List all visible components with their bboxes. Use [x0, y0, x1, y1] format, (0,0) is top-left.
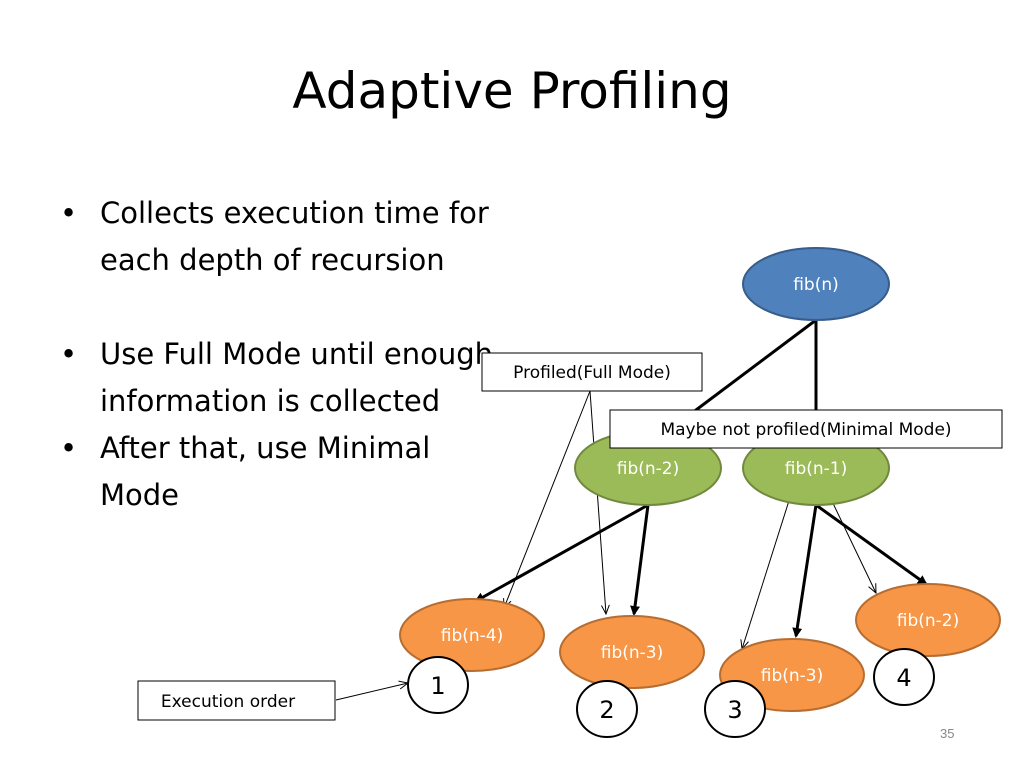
callout-pointer [504, 390, 591, 608]
order-marker-4: 4 [873, 648, 935, 706]
svg-text:fib(n-3): fib(n-3) [601, 643, 664, 663]
callout-execution-order: Execution order [137, 680, 336, 721]
svg-text:fib(n-4): fib(n-4) [441, 626, 504, 646]
svg-text:fib(n): fib(n) [793, 275, 839, 295]
callout-profiled-full-mode: Profiled(Full Mode) [481, 352, 703, 392]
node-fib-n-1-level1: fib(n-1) [742, 430, 890, 506]
order-marker-1: 1 [407, 656, 469, 714]
tree-edge [815, 503, 928, 586]
slide-number: 35 [940, 726, 955, 741]
svg-text:fib(n-2): fib(n-2) [897, 611, 960, 631]
bullet-item: After that, use Minimal Mode [60, 425, 500, 519]
tree-edge [792, 504, 818, 638]
tree-edge [675, 318, 817, 427]
svg-text:fib(n-1): fib(n-1) [785, 459, 848, 479]
bullet-item: Use Full Mode until enough information i… [60, 331, 500, 425]
callout-pointer [589, 390, 606, 614]
svg-text:fib(n-2): fib(n-2) [617, 459, 680, 479]
node-fib-n-3-left: fib(n-3) [559, 615, 705, 689]
svg-text:Profiled(Full Mode): Profiled(Full Mode) [513, 363, 671, 383]
svg-text:3: 3 [727, 696, 742, 724]
order-marker-2: 2 [576, 680, 638, 738]
svg-text:1: 1 [430, 672, 445, 700]
node-fib-n-2-level1: fib(n-2) [574, 430, 722, 506]
order-marker-3: 3 [704, 680, 766, 738]
callout-maybe-not-profiled: Maybe not profiled(Minimal Mode) [609, 409, 1003, 449]
node-fib-n-2-level2: fib(n-2) [855, 583, 1001, 657]
bullet-item: Collects execution time for each depth o… [60, 190, 500, 284]
node-fib-n: fib(n) [742, 247, 890, 321]
svg-text:fib(n-3): fib(n-3) [761, 666, 824, 686]
node-fib-n-4: fib(n-4) [399, 598, 545, 672]
svg-text:Execution order: Execution order [161, 692, 295, 712]
svg-text:Maybe not profiled(Minimal Mod: Maybe not profiled(Minimal Mode) [660, 420, 951, 440]
callout-pointer [335, 683, 408, 701]
svg-text:2: 2 [599, 696, 614, 724]
bullet-list: Collects execution time for each depth o… [60, 190, 500, 519]
svg-text:4: 4 [896, 664, 911, 692]
tree-edge [474, 503, 649, 603]
slide-title: Adaptive Profiling [292, 62, 732, 120]
tree-edge [630, 504, 650, 616]
